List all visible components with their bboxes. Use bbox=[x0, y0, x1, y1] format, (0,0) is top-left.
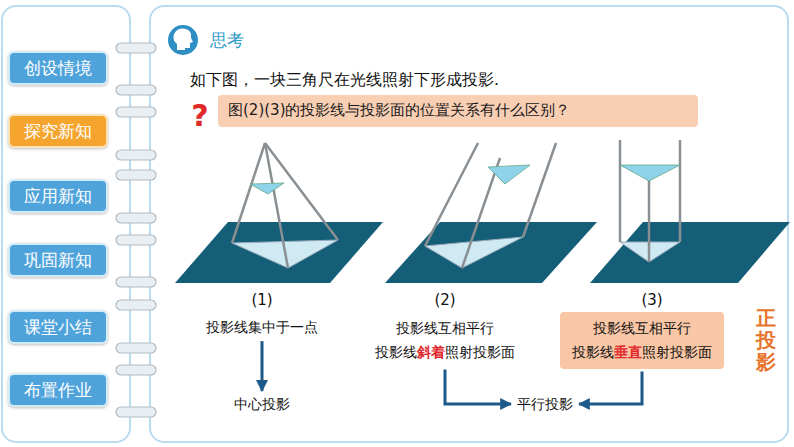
sidebar-frame bbox=[2, 6, 130, 442]
description-text: 投影线互相平行投影线斜着照射投影面 bbox=[371, 314, 519, 367]
orthographic-box: 投影线互相平行投影线垂直照射投影面 bbox=[560, 312, 724, 369]
binding-ring bbox=[116, 213, 156, 223]
node-text: 投影线互相平行 bbox=[593, 316, 691, 341]
binding-ring bbox=[116, 343, 156, 353]
binding-ring bbox=[116, 85, 156, 95]
description-text: 投影线集中于一点 bbox=[202, 316, 322, 338]
node-text: 创设情境 bbox=[24, 57, 92, 79]
text-part: 照射投影面 bbox=[642, 344, 712, 360]
node-text: 投影线斜着照射投影面 bbox=[375, 340, 515, 365]
node-text: 投影线互相平行 bbox=[396, 316, 494, 341]
section-heading: 思考 bbox=[210, 29, 244, 52]
node-text: 平行投影 bbox=[517, 395, 573, 413]
central-projection-figure bbox=[175, 143, 383, 283]
binding-ring bbox=[116, 150, 156, 160]
binding-ring bbox=[116, 407, 156, 417]
text-part: 照射投影面 bbox=[445, 344, 515, 360]
nav-button: 创设情境 bbox=[8, 51, 108, 85]
binding-ring bbox=[116, 170, 156, 180]
question-mark: ? bbox=[191, 98, 208, 133]
binding-ring bbox=[116, 300, 156, 310]
intro-text: 如下图，一块三角尺在光线照射下形成投影. bbox=[190, 70, 499, 91]
binding-ring bbox=[116, 43, 156, 53]
node-text: 投影线集中于一点 bbox=[206, 318, 318, 336]
node-text: 布置作业 bbox=[24, 379, 92, 401]
text-part: 投影线 bbox=[572, 344, 614, 360]
figure-number: (2) bbox=[434, 291, 455, 309]
connector-arrow bbox=[445, 370, 511, 405]
node-text: 应用新知 bbox=[24, 185, 92, 207]
binding-ring bbox=[116, 235, 156, 245]
nav-button-active: 探究新知 bbox=[8, 114, 108, 148]
nav-button: 巩固新知 bbox=[8, 243, 108, 277]
text-part: 垂直 bbox=[614, 344, 642, 360]
question-box: 图(2)(3)的投影线与投影面的位置关系有什么区别？ bbox=[218, 95, 698, 127]
node-text: 探究新知 bbox=[24, 120, 92, 142]
node-text: 图(2)(3)的投影线与投影面的位置关系有什么区别？ bbox=[228, 101, 571, 121]
nav-button: 布置作业 bbox=[8, 373, 108, 407]
oblique-projection-figure bbox=[385, 143, 597, 283]
binding-ring bbox=[116, 107, 156, 117]
result-text: 中心投影 bbox=[230, 393, 294, 415]
connector-arrow bbox=[579, 372, 642, 405]
nav-button: 课堂小结 bbox=[8, 310, 108, 344]
nav-button: 应用新知 bbox=[8, 179, 108, 213]
binding-ring bbox=[116, 277, 156, 287]
think-icon bbox=[168, 25, 198, 55]
binding-rings bbox=[116, 43, 156, 417]
text-part: 斜着 bbox=[417, 344, 445, 360]
think-icon-head bbox=[173, 29, 193, 50]
figure-number: (3) bbox=[641, 291, 662, 309]
node-text: 课堂小结 bbox=[24, 316, 92, 338]
vertical-label: 正投影 bbox=[756, 307, 776, 373]
figure-number: (1) bbox=[251, 291, 272, 309]
connector-arrow bbox=[261, 341, 264, 391]
binding-ring bbox=[116, 365, 156, 375]
node-text: 巩固新知 bbox=[24, 249, 92, 271]
orthographic-projection-figure bbox=[590, 140, 790, 283]
node-text: 投影线垂直照射投影面 bbox=[572, 340, 712, 365]
text-part: 投影线 bbox=[375, 344, 417, 360]
node-text: 中心投影 bbox=[234, 395, 290, 413]
result-text: 平行投影 bbox=[513, 393, 577, 415]
